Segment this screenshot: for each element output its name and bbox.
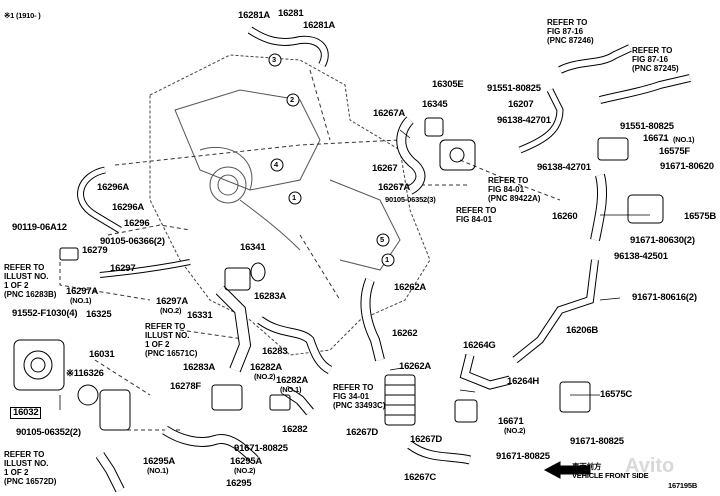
ref-fig-84-01b: REFER TO FIG 84-01	[456, 206, 497, 224]
circle-ref-1b: 1	[385, 255, 389, 264]
part-90105-06352-3: 90105-06352(3)	[385, 195, 436, 204]
part-91551-80825-top: 91551-80825	[487, 83, 541, 94]
part-16278f: 16278F	[170, 381, 202, 392]
part-16264g: 16264G	[463, 340, 496, 351]
part-91552-f1030: 91552-F1030(4)	[12, 308, 78, 319]
part-16671-no1: 16671	[643, 133, 669, 144]
part-16575f: 16575F	[659, 146, 691, 157]
part-91671-80620: 91671-80620	[660, 161, 714, 172]
part-16262a-b: 16262A	[399, 361, 432, 372]
part-16671-no1-suffix: (NO.1)	[673, 135, 695, 144]
part-91551-80825-b: 91551-80825	[620, 121, 674, 132]
header-note: ※1 (1910- )	[4, 11, 41, 20]
watermark: Avito	[625, 455, 675, 477]
circle-ref-4: 4	[274, 160, 278, 169]
ref-illust-16571c: REFER TO ILLUST NO. 1 OF 2 (PNC 16571C)	[145, 322, 198, 358]
part-90105-06352-2: 90105-06352(2)	[16, 427, 81, 438]
part-16297a-2: 16297A	[156, 296, 189, 307]
part-96138-42501: 96138-42501	[614, 251, 668, 262]
part-16282: 16282	[282, 424, 308, 435]
part-16282a-suffix: (NO.2)	[254, 372, 276, 381]
part-16341: 16341	[240, 242, 266, 253]
part-16331: 16331	[187, 310, 213, 321]
ref-illust-16572d: REFER TO ILLUST NO. 1 OF 2 (PNC 16572D)	[4, 450, 57, 486]
part-16267d-b: 16267D	[410, 434, 443, 445]
part-91671-80616: 91671-80616(2)	[632, 292, 697, 303]
part-16671-no2-suffix: (NO.2)	[504, 426, 526, 435]
circle-ref-1: 1	[292, 193, 296, 202]
part-16283a-b: 16283A	[183, 362, 216, 373]
ref-fig-87-16b: REFER TO FIG 87-16 (PNC 87245)	[632, 46, 679, 73]
part-16282a: 16282A	[250, 362, 283, 373]
part-16206b: 16206B	[566, 325, 599, 336]
part-16325: 16325	[86, 309, 112, 320]
part-16671-no2: 16671	[498, 416, 524, 427]
part-16297: 16297	[110, 263, 136, 274]
circle-ref-3: 3	[272, 55, 276, 64]
part-16282a-b-suffix: (NO.1)	[280, 385, 302, 394]
part-16267c: 16267C	[404, 472, 437, 483]
part-16295a-suffix: (NO.1)	[147, 466, 169, 475]
ref-fig-87-16: REFER TO FIG 87-16 (PNC 87246)	[547, 18, 594, 45]
part-16283a: 16283A	[254, 291, 287, 302]
part-90119-06a12: 90119-06A12	[12, 222, 67, 233]
part-16031: 16031	[89, 349, 115, 360]
part-16296a-b: 16296A	[112, 202, 145, 213]
ref-illust-16283b: REFER TO ILLUST NO. 1 OF 2 (PNC 16283B)	[4, 263, 57, 299]
part-96138-42701-b: 96138-42701	[537, 162, 591, 173]
part-16297a-suffix: (NO.1)	[70, 296, 92, 305]
figure-number: 167195B	[668, 481, 698, 490]
part-16281a-top: 16281A	[238, 10, 271, 21]
part-16032: 16032	[10, 407, 42, 419]
part-96138-42701-top: 96138-42701	[497, 115, 551, 126]
part-16260: 16260	[552, 211, 578, 222]
ref-fig-84-01: REFER TO FIG 84-01 (PNC 89422A)	[488, 176, 541, 203]
vehicle-front-jp: 車両前方	[572, 462, 602, 471]
part-16297a: 16297A	[66, 286, 99, 297]
part-16345: 16345	[422, 99, 448, 110]
part-16295a-2: 16295A	[230, 456, 263, 467]
part-16267d: 16267D	[346, 427, 379, 438]
vehicle-front-label: VEHICLE FRONT SIDE	[572, 471, 649, 480]
part-16296: 16296	[124, 218, 150, 229]
part-91671-80825-c: 91671-80825	[496, 451, 550, 462]
part-16282a-b: 16282A	[276, 375, 309, 386]
part-16296a-a: 16296A	[97, 182, 130, 193]
part-16264h: 16264H	[507, 376, 540, 387]
part-16262a-top: 16262A	[394, 282, 427, 293]
part-16207: 16207	[508, 99, 534, 110]
part-91671-80630: 91671-80630(2)	[630, 235, 695, 246]
part-16267: 16267	[372, 163, 398, 174]
part-16297a-2-suffix: (NO.2)	[160, 306, 182, 315]
part-91671-80825-a: 91671-80825	[570, 436, 624, 447]
circle-ref-5: 5	[380, 235, 384, 244]
part-16326: ※116326	[66, 368, 104, 379]
ref-fig-34-01: REFER TO FIG 34-01 (PNC 33493C)	[333, 383, 386, 410]
part-16295: 16295	[226, 478, 252, 489]
part-16267a-b: 16267A	[378, 182, 411, 193]
part-16262: 16262	[392, 328, 418, 339]
part-16575b: 16575B	[684, 211, 717, 222]
part-16267a-top: 16267A	[373, 108, 406, 119]
part-16281: 16281	[278, 8, 304, 19]
part-16283: 16283	[262, 346, 288, 357]
part-16305e: 16305E	[432, 79, 464, 90]
part-90105-06366: 90105-06366(2)	[100, 236, 165, 247]
part-16281a-right: 16281A	[303, 20, 336, 31]
circle-ref-2: 2	[290, 95, 294, 104]
part-16575c: 16575C	[600, 389, 633, 400]
part-16279: 16279	[82, 245, 108, 256]
part-16295a: 16295A	[143, 456, 176, 467]
part-16295a-2-suffix: (NO.2)	[234, 466, 256, 475]
part-91671-80825-b: 91671-80825	[234, 443, 288, 454]
